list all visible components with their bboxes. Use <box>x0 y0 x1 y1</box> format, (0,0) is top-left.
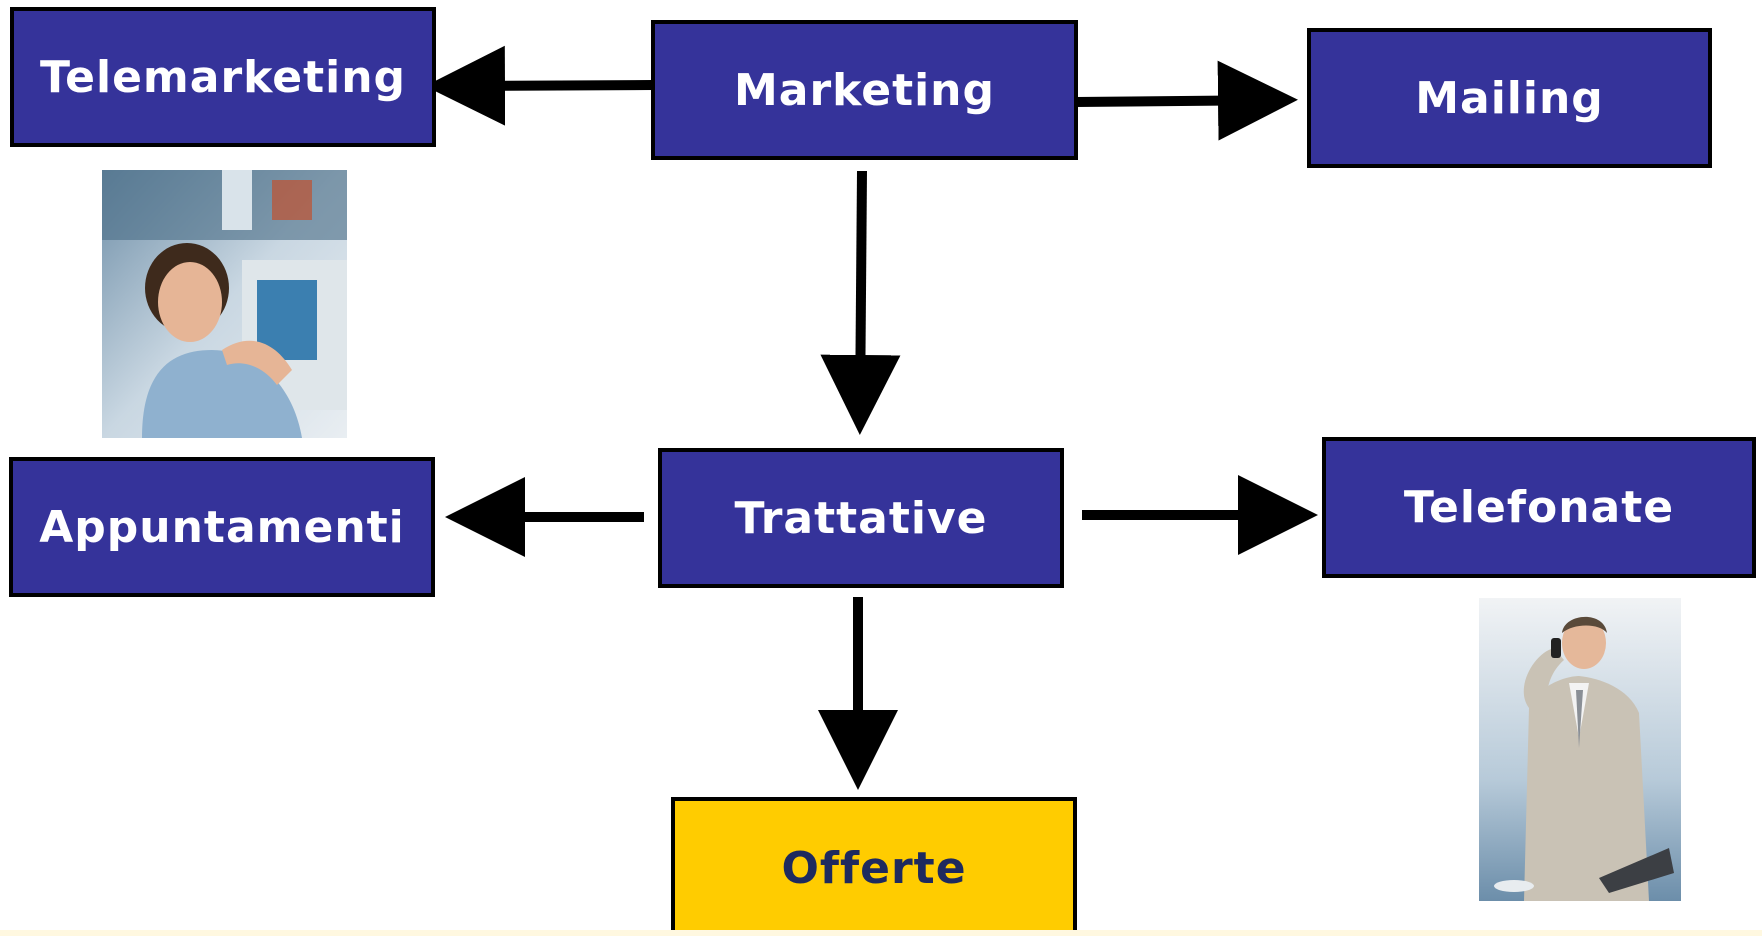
offerte-box: Offerte <box>671 797 1077 936</box>
arrow-marketing-trattative <box>820 170 901 435</box>
telefonate-box: Telefonate <box>1322 437 1756 578</box>
mailing-label: Mailing <box>1415 72 1604 124</box>
appuntamenti-label: Appuntamenti <box>39 501 405 553</box>
bottom-strip <box>0 930 1762 936</box>
offerte-label: Offerte <box>781 843 967 894</box>
trattative-label: Trattative <box>734 492 988 544</box>
arrow-marketing-telemarketing <box>425 45 654 126</box>
mailing-box: Mailing <box>1307 28 1712 168</box>
trattative-box: Trattative <box>658 448 1064 588</box>
telemarketing-box: Telemarketing <box>10 7 436 147</box>
businessman-on-phone-photo <box>1479 598 1681 901</box>
telemarketing-label: Telemarketing <box>39 51 407 103</box>
appuntamenti-box: Appuntamenti <box>9 457 435 597</box>
marketing-label: Marketing <box>733 64 996 116</box>
marketing-box: Marketing <box>651 20 1078 160</box>
woman-at-office-photo <box>102 170 347 438</box>
arrow-marketing-mailing <box>1075 60 1298 141</box>
telefonate-label: Telefonate <box>1403 482 1675 533</box>
